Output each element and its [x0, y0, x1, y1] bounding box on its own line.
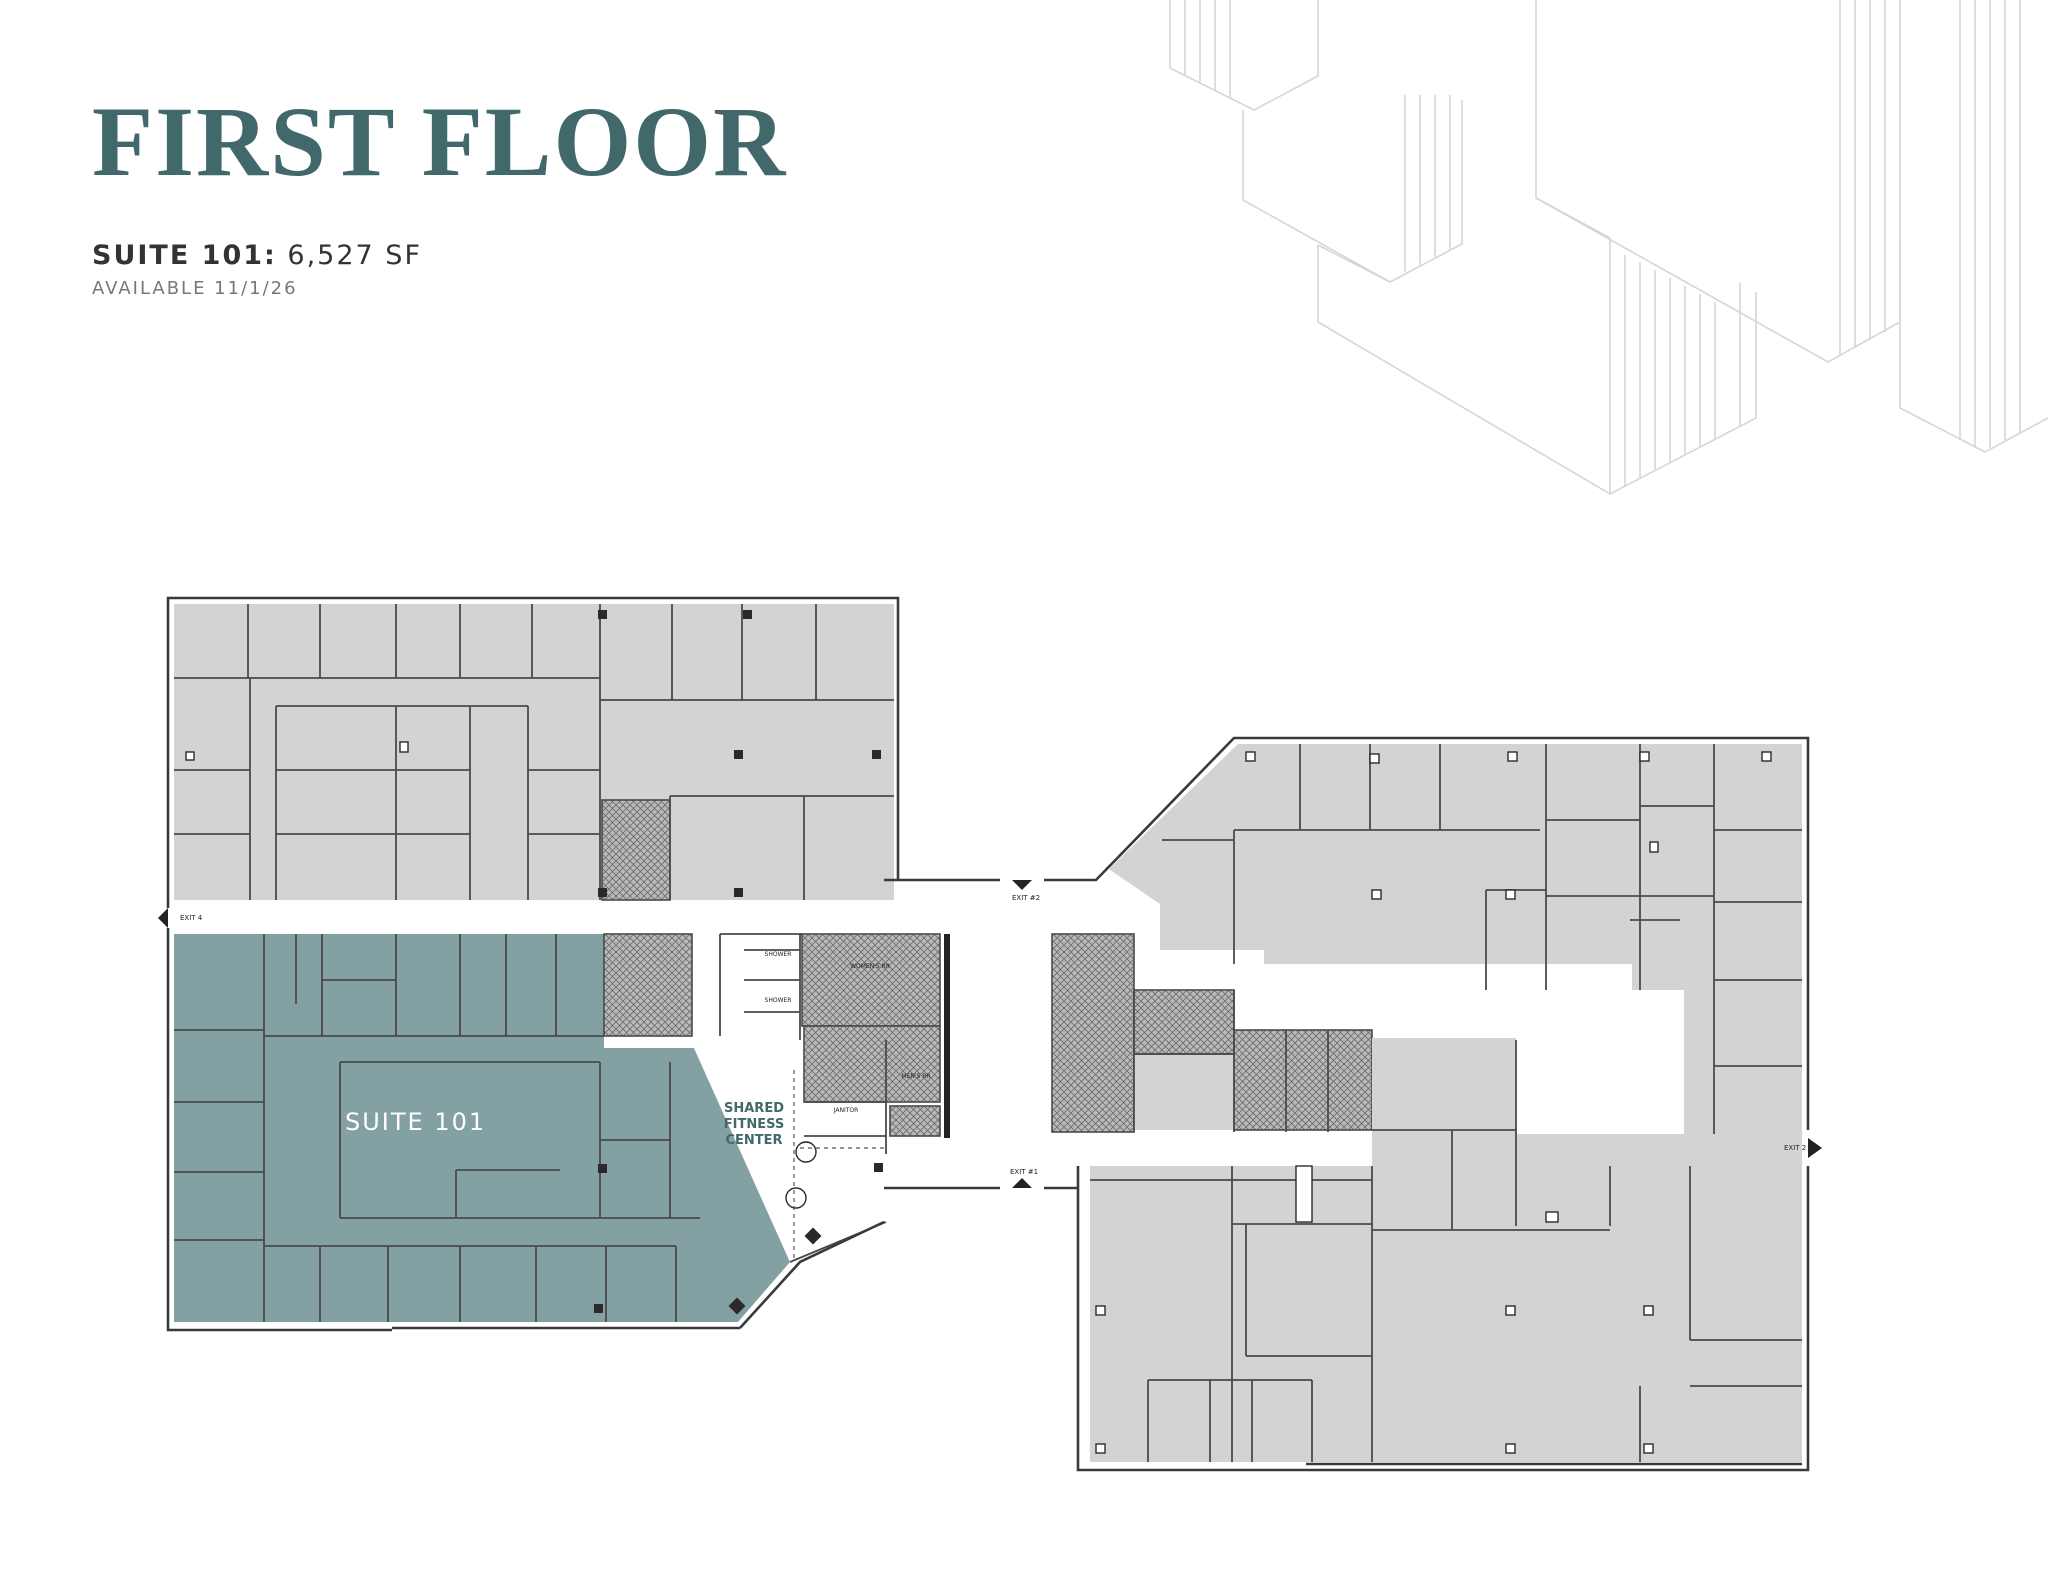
central-service-core [1051, 933, 1373, 1133]
page-title: FIRST FLOOR [92, 86, 788, 197]
exterior-walls [166, 596, 1810, 1472]
exit-label-bottom: EXIT #1 [1010, 1168, 1038, 1176]
glass-wall [944, 934, 950, 1138]
stair-hatch-suite [603, 933, 693, 1037]
exit-label-right: EXIT 2 [1784, 1144, 1806, 1152]
shower-label-b: SHOWER [765, 997, 792, 1004]
exit-label-top: EXIT #2 [1012, 894, 1040, 902]
janitor-label: JANITOR [833, 1107, 859, 1114]
shower-label-a: SHOWER [765, 951, 792, 958]
janitor-room [889, 1105, 941, 1137]
womens-rr-label: WOMEN'S RR [850, 963, 890, 970]
fitness-label-1: SHARED [724, 1101, 784, 1116]
shared-core: SHARED FITNESS CENTER SHOWER SHOWER WOME… [694, 933, 950, 1263]
suite-101-tag: SUITE 101 [345, 1108, 486, 1136]
suite-summary: SUITE 101: 6,527 SF [92, 240, 422, 271]
fitness-label-3: CENTER [725, 1133, 782, 1148]
suite-label: SUITE 101: [92, 240, 277, 271]
womens-restroom [801, 933, 941, 1027]
right-lower-wing [1090, 1038, 1802, 1462]
building-linework [1169, 0, 2048, 495]
mens-rr-label: MEN'S RR [901, 1073, 930, 1080]
availability-date: AVAILABLE 11/1/26 [92, 278, 298, 299]
suite-area: 6,527 SF [276, 240, 422, 271]
right-upper-wing [1110, 744, 1802, 1134]
stair-hatch-upper [601, 799, 671, 901]
suite-101-area: SUITE 101 [174, 933, 790, 1322]
left-upper-wing [174, 604, 894, 901]
fitness-label-2: FITNESS [724, 1117, 785, 1132]
exit-markers: EXIT 4 EXIT 2 EXIT #2 EXIT #1 [158, 880, 1822, 1188]
mens-restroom [803, 1025, 941, 1103]
exit-label-left: EXIT 4 [180, 914, 203, 922]
